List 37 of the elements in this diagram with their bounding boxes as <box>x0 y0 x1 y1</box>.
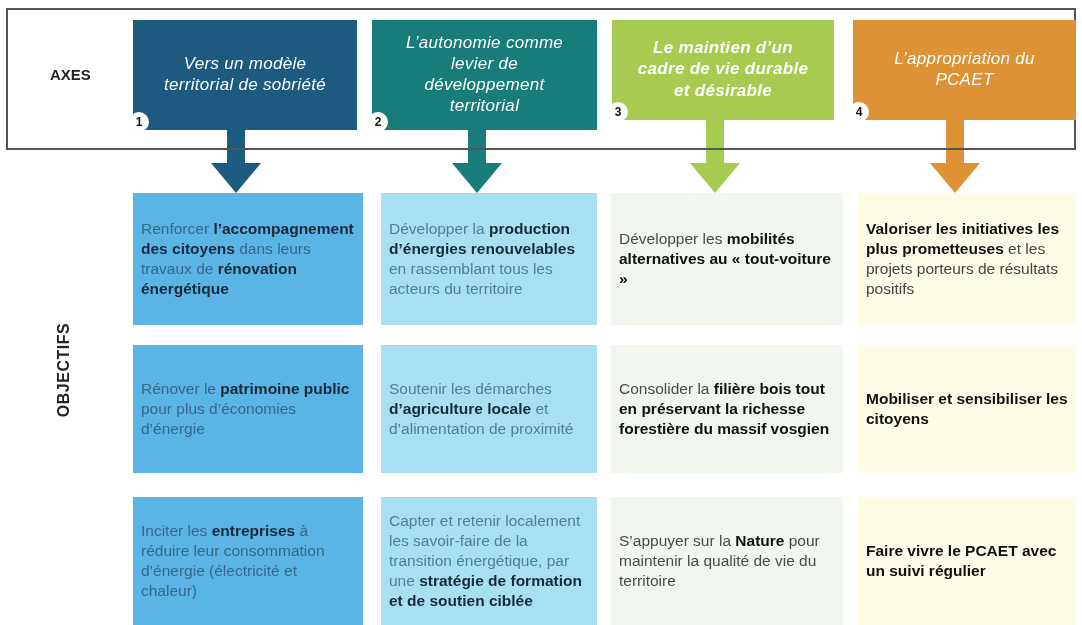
objective-text: Faire vivre le PCAET avec un suivi régulier <box>866 540 1058 581</box>
axis-box <box>133 20 357 130</box>
axis-title: Le maintien d’un cadre de vie durable et désirable <box>636 37 810 101</box>
objective-box <box>133 193 363 325</box>
objective-text: Capter et retenir localement les savoir-faire de la transition énergétique, par une stratégie de formation et de soutien ciblée <box>389 510 583 612</box>
objective-text: Renforcer l’accompagnement des citoyens dans leurs travaux de rénovation énergétique <box>141 218 355 300</box>
row-heading: AXES <box>50 66 91 83</box>
objective-box <box>858 193 1076 325</box>
objective-text: S’appuyer sur la Nature pour maintenir la qualité de vie du territoire <box>619 530 821 592</box>
objective-box <box>858 345 1076 473</box>
down-arrow <box>930 120 980 193</box>
objective-text: Inciter les entreprises à réduire leur consommation d’énergie (électricité et chaleur) <box>141 520 326 602</box>
down-arrow <box>211 130 261 193</box>
objective-box <box>381 497 597 625</box>
objective-text: Soutenir les démarches d’agriculture locale et d’alimentation de proximité <box>389 378 575 440</box>
axis-title: Vers un modèle territorial de sobriété <box>163 52 327 96</box>
objective-box <box>611 193 843 325</box>
objective-box <box>858 497 1076 625</box>
objective-text: Mobiliser et sensibiliser les citoyens <box>866 388 1068 429</box>
down-arrow <box>452 130 502 193</box>
axis-title: L’autonomie comme levier de développement territorial <box>404 31 565 117</box>
axis-box <box>853 20 1076 120</box>
axis-title: L’appropriation du PCAET <box>893 47 1036 91</box>
row-heading: OBJECTIFS <box>55 322 73 418</box>
objective-text: Développer la production d’énergies renouvelables en rassemblant tous les acteurs du territoire <box>389 218 577 300</box>
axes-band <box>6 8 1076 150</box>
objective-text: Rénover le patrimoine public pour plus d’économies d’énergie <box>141 378 351 440</box>
objective-box <box>381 193 597 325</box>
down-arrow <box>690 120 740 193</box>
objective-text: Valoriser les initiatives les plus prometteuses et les projets porteurs de résultats positifs <box>866 218 1060 300</box>
objective-box <box>381 345 597 473</box>
objective-text: Développer les mobilités alternatives au « tout-voiture » <box>619 228 832 290</box>
objective-text: Consolider la filière bois tout en préservant la richesse forestière du massif vosgien <box>619 378 831 440</box>
axis-box <box>612 20 834 120</box>
objective-box <box>133 345 363 473</box>
axis-box <box>372 20 597 130</box>
objective-box <box>133 497 363 625</box>
